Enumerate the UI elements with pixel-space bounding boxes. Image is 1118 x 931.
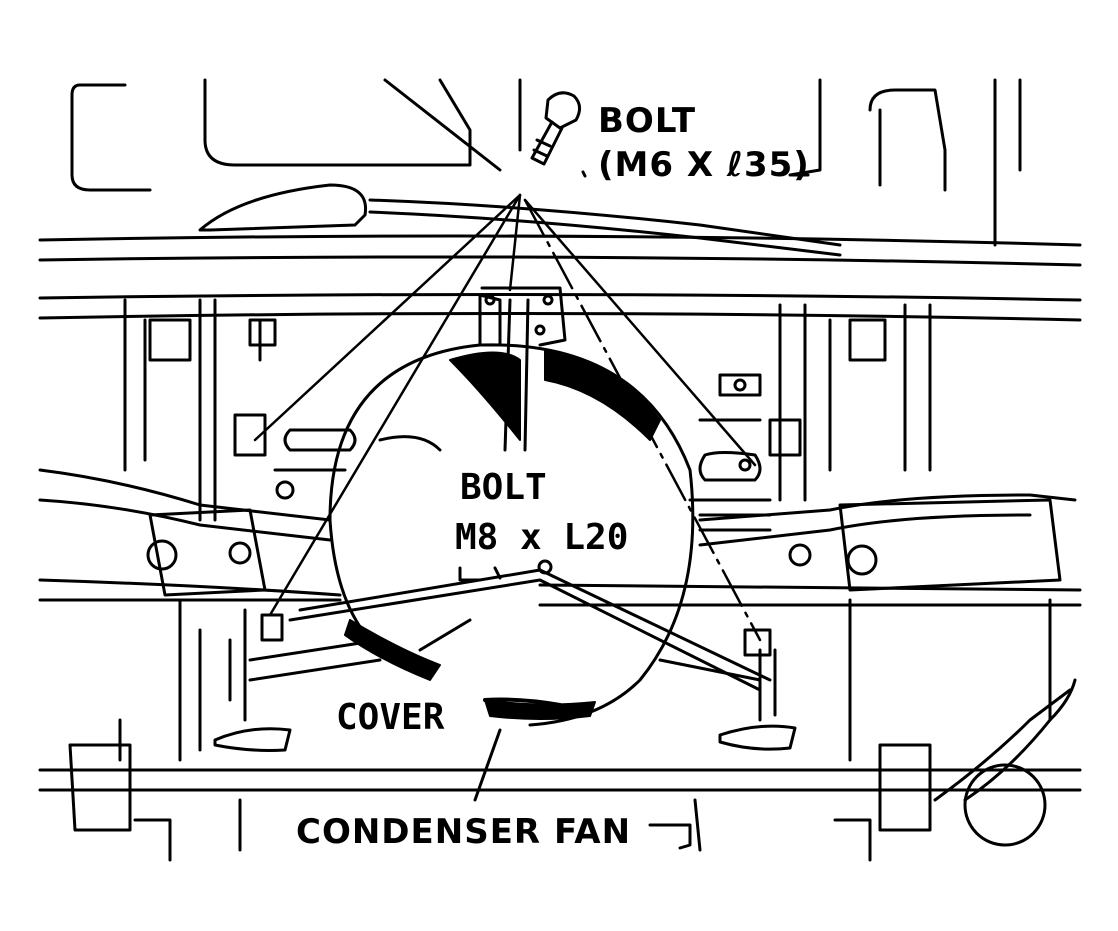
annotation-ticks <box>458 170 810 850</box>
upper-support-beam <box>38 234 1082 322</box>
cover-and-mounts <box>213 559 797 752</box>
condenser-fan-label: CONDENSER FAN <box>296 812 632 852</box>
lower-cross-member <box>38 468 1082 607</box>
bottom-frame <box>38 598 1082 862</box>
center-bolt-label: BOLT <box>460 467 547 508</box>
side-frame <box>123 298 932 522</box>
condenser-fan-leader <box>473 697 582 802</box>
top-bolt-spec-label: (M6 X ℓ35) <box>598 145 810 185</box>
fan-motor-panel <box>273 373 772 532</box>
top-bolt-icon <box>530 91 581 166</box>
cover-label: COVER <box>336 697 445 738</box>
center-bolt-spec-label: M8 x L20 <box>455 517 629 558</box>
top-bolt-label: BOLT <box>598 101 697 141</box>
upper-body-panels <box>70 78 1022 247</box>
